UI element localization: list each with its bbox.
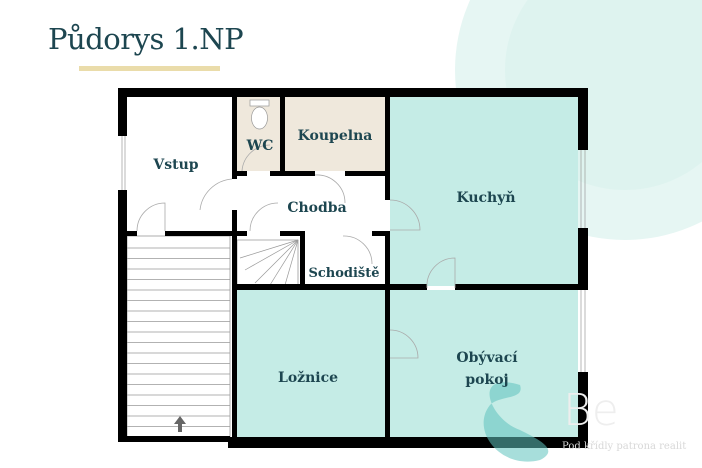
windows bbox=[121, 136, 586, 372]
room-chodba bbox=[237, 175, 387, 233]
room-kuchyn bbox=[390, 97, 578, 286]
room-vstup bbox=[127, 97, 235, 233]
label-pokoj: pokoj bbox=[465, 372, 509, 388]
toilet-icon bbox=[249, 99, 270, 130]
logo-swirl bbox=[483, 382, 549, 462]
label-vstup: Vstup bbox=[153, 157, 199, 173]
label-obyvaci: Obývací bbox=[456, 350, 518, 366]
walls bbox=[118, 88, 588, 448]
watermark-tagline: Pod křídly patrona realit bbox=[562, 441, 687, 452]
label-loznice: Ložnice bbox=[277, 370, 339, 386]
arrow-up-icon bbox=[174, 416, 186, 432]
room-koupelna bbox=[285, 97, 386, 171]
room-loznice bbox=[237, 290, 386, 438]
label-chodba: Chodba bbox=[287, 200, 347, 216]
doors bbox=[136, 144, 456, 359]
spiral-stairs bbox=[236, 239, 299, 286]
label-schodiste: Schodiště bbox=[308, 266, 380, 281]
title-underline bbox=[79, 66, 220, 71]
watermark-logo: Be bbox=[563, 385, 619, 436]
label-wc: WC bbox=[246, 138, 274, 154]
label-kuchyn: Kuchyň bbox=[456, 190, 516, 206]
page-title: Půdorys 1.NP bbox=[48, 22, 244, 56]
label-koupelna: Koupelna bbox=[297, 128, 373, 144]
room-obyvaci bbox=[390, 290, 578, 438]
spiral-steps bbox=[239, 239, 299, 286]
staircase bbox=[126, 235, 231, 441]
